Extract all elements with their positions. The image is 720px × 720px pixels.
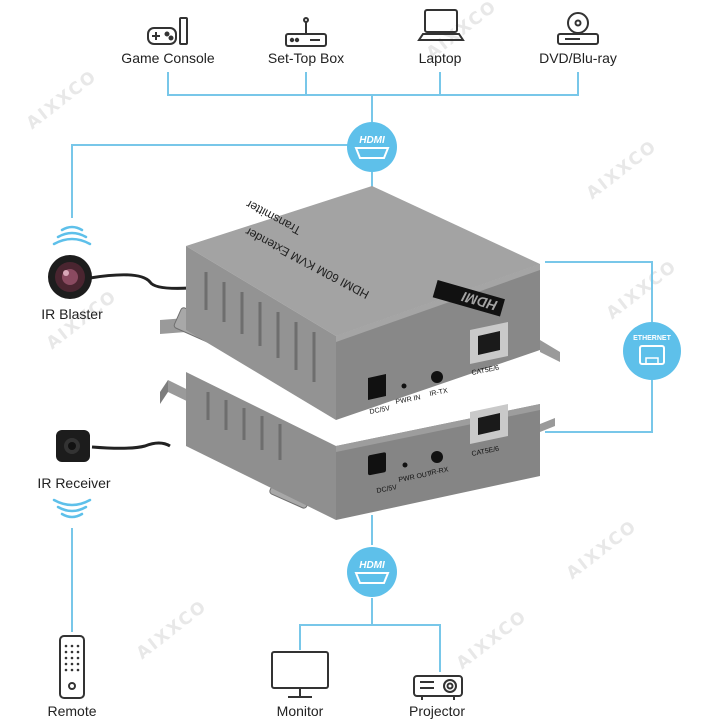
ir-rx-jack — [431, 451, 443, 463]
ethernet-badge: ETHERNET — [623, 322, 681, 380]
connector-lines — [71, 72, 653, 672]
hdmi-logo: HDMI — [432, 279, 505, 317]
ir-waves-blaster — [52, 225, 92, 246]
source-label-dvd: DVD/Blu-ray — [539, 50, 617, 66]
laptop-icon — [417, 9, 465, 41]
ir-receiver-device — [56, 430, 171, 462]
transmitter-pwr-label: PWR IN — [395, 394, 421, 406]
output-label-projector: Projector — [408, 703, 466, 719]
monitor-icon — [271, 651, 329, 698]
receiver-ir-label: IR-RX — [429, 466, 449, 477]
receiver-unit: DC/5V PWR OUT IR-RX CAT5E/6 — [160, 372, 555, 520]
transmitter-ir-label: IR-TX — [429, 388, 449, 398]
source-label-set-top-box: Set-Top Box — [267, 50, 345, 66]
pwr-led — [402, 462, 408, 468]
ir-blaster-device — [48, 255, 191, 299]
transmitter-dc-label: DC/5V — [369, 405, 391, 416]
ir-waves-receiver — [52, 498, 92, 519]
dc-jack — [368, 374, 386, 400]
ir-blaster-label: IR Blaster — [41, 306, 103, 322]
remote-label: Remote — [47, 703, 97, 719]
remote-icon — [59, 635, 85, 699]
disc-player-icon — [557, 12, 599, 45]
hdmi-badge-label: HDMI — [359, 135, 385, 146]
ethernet-badge-label: ETHERNET — [633, 335, 671, 342]
ir-tx-jack — [431, 371, 443, 383]
ir-receiver-label: IR Receiver — [37, 475, 111, 491]
output-label-monitor: Monitor — [276, 703, 324, 719]
dc-jack — [368, 452, 386, 476]
source-label-laptop: Laptop — [418, 50, 462, 66]
gamepad-icon — [147, 17, 188, 45]
receiver-dc-label: DC/5V — [376, 484, 398, 495]
router-icon — [285, 17, 327, 47]
projector-icon — [413, 675, 463, 700]
hdmi-badge-bottom: HDMI — [347, 547, 397, 597]
transmitter-unit: Transmitter HDMI 60M KVM Extender HDMI D… — [160, 186, 560, 420]
pwr-led — [401, 383, 407, 389]
hdmi-badge-top: HDMI — [347, 122, 397, 172]
hdmi-badge-label: HDMI — [359, 560, 385, 571]
source-label-game-console: Game Console — [121, 50, 215, 66]
